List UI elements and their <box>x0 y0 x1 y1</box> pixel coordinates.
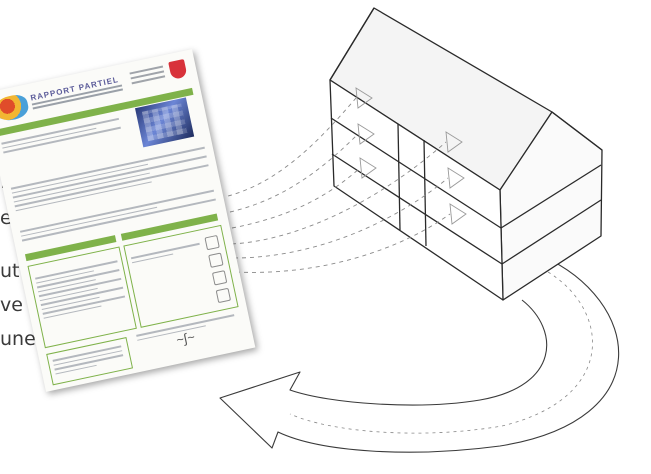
paragraph-fragment: ve <box>0 296 23 315</box>
paragraph-fragment: ut <box>0 262 20 281</box>
right-column-box <box>123 225 238 328</box>
signature-mark: ~∫~ <box>175 329 196 348</box>
paragraph-fragment: une <box>0 330 36 349</box>
left-column-box <box>27 246 136 348</box>
house <box>330 8 602 300</box>
checkbox-icon <box>212 270 227 285</box>
checkbox-icon <box>204 235 219 250</box>
emblem-icon <box>168 59 187 80</box>
curved-arrow-dashes <box>290 272 593 433</box>
logo-icon <box>0 93 30 124</box>
document-meta-lines <box>129 66 165 88</box>
curved-return-arrow <box>220 256 619 452</box>
checkbox-icon <box>208 253 223 268</box>
checkbox-icon <box>216 288 231 303</box>
